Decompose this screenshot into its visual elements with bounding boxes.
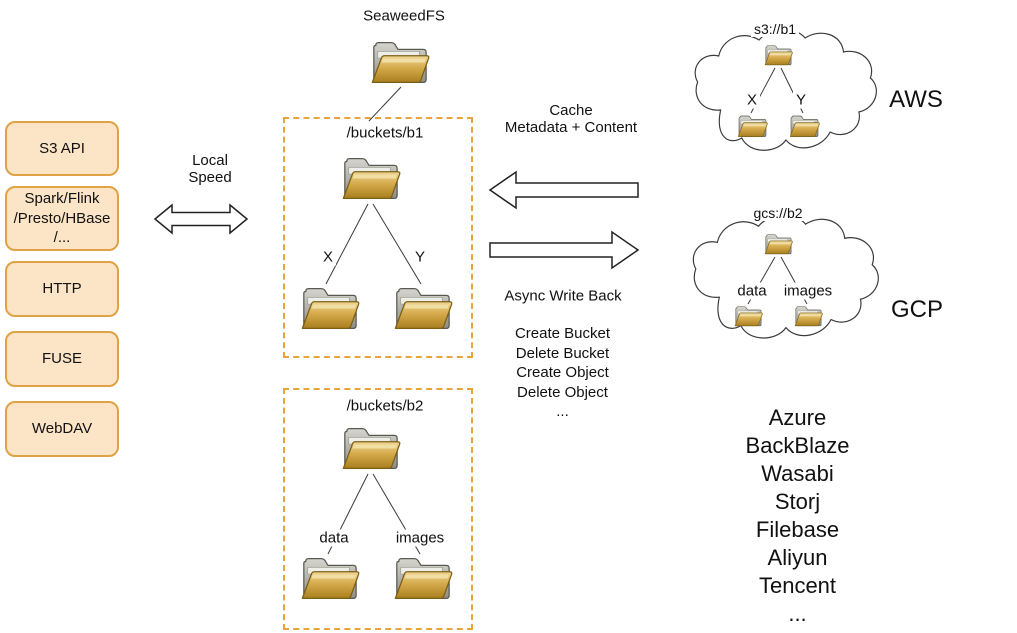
bidirectional-arrow — [153, 203, 249, 235]
aws-child-x-folder-icon — [737, 115, 768, 137]
bucket1-path-label: /buckets/b1 — [346, 124, 424, 142]
seaweedfs-folder-icon — [371, 41, 430, 83]
cache-left-arrow — [488, 170, 639, 210]
provider-item: Wasabi — [761, 461, 834, 486]
bucket2-child-images-folder-icon — [394, 557, 453, 599]
provider-item: Tencent — [758, 573, 837, 598]
operation-item: ... — [556, 403, 569, 420]
async-write-right-arrow — [489, 230, 640, 270]
bucket1-folder-icon — [342, 157, 401, 199]
local-speed-label: Local Speed — [188, 152, 232, 186]
gcp-edge-images-label: images — [780, 282, 836, 300]
aws-provider-label: AWS — [889, 86, 943, 113]
aws-edge-y-label: Y — [792, 91, 810, 109]
bucket2-folder-icon — [342, 427, 401, 469]
provider-item: BackBlaze — [745, 433, 850, 458]
cache-label: Cache Metadata + Content — [504, 102, 638, 136]
provider-item: Azure — [768, 405, 827, 430]
gcp-provider-label: GCP — [890, 296, 944, 323]
api-box-spark-label: Spark/Flink /Presto/HBase /... — [13, 190, 111, 247]
aws-bucket-label: s3://b1 — [750, 21, 800, 37]
api-box-http: HTTP — [5, 261, 119, 317]
bucket1-child-x-folder-icon — [301, 287, 360, 329]
aws-root-folder-icon — [764, 45, 793, 66]
gcp-child-images-folder-icon — [794, 306, 823, 327]
api-box-fuse-label: FUSE — [41, 350, 82, 368]
provider-item: Filebase — [755, 517, 840, 542]
gcp-edge-data-label: data — [734, 282, 770, 300]
bucket2-edge-data-label: data — [316, 529, 352, 547]
async-write-label: Async Write Back — [504, 287, 622, 305]
api-box-http-label: HTTP — [42, 280, 82, 298]
bucket2-path-label: /buckets/b2 — [346, 397, 424, 415]
bucket1-child-y-folder-icon — [394, 287, 453, 329]
gcp-child-data-folder-icon — [734, 306, 763, 327]
aws-child-y-folder-icon — [789, 115, 820, 137]
other-providers-list: Azure BackBlaze Wasabi Storj Filebase Al… — [700, 404, 895, 628]
bucket1-edge-y-label: Y — [411, 248, 429, 266]
operation-item: Delete Bucket — [515, 344, 610, 362]
operations-list: Create Bucket Delete Bucket Create Objec… — [480, 324, 645, 422]
local-bucket2-box — [283, 388, 473, 630]
diagram-title: SeaweedFS — [363, 7, 445, 25]
provider-item: Storj — [774, 489, 821, 514]
provider-item: ... — [788, 601, 807, 626]
operation-item: Delete Object — [517, 383, 608, 401]
api-box-webdav-label: WebDAV — [31, 420, 93, 438]
gcp-root-folder-icon — [764, 234, 793, 255]
api-box-spark: Spark/Flink /Presto/HBase /... — [5, 186, 119, 251]
operation-item: Create Bucket — [514, 325, 611, 342]
api-box-s3-label: S3 API — [39, 139, 85, 157]
bucket1-edge-x-label: X — [319, 248, 337, 266]
aws-edge-x-label: X — [743, 91, 761, 109]
operation-item: Create Object — [516, 364, 609, 381]
gcp-bucket-label: gcs://b2 — [750, 205, 806, 221]
api-box-webdav: WebDAV — [5, 401, 119, 457]
api-box-fuse: FUSE — [5, 331, 119, 387]
local-bucket1-box — [283, 117, 473, 358]
api-box-s3: S3 API — [5, 121, 119, 176]
bucket2-child-data-folder-icon — [301, 557, 360, 599]
bucket2-edge-images-label: images — [392, 529, 448, 547]
provider-item: Aliyun — [767, 545, 828, 570]
